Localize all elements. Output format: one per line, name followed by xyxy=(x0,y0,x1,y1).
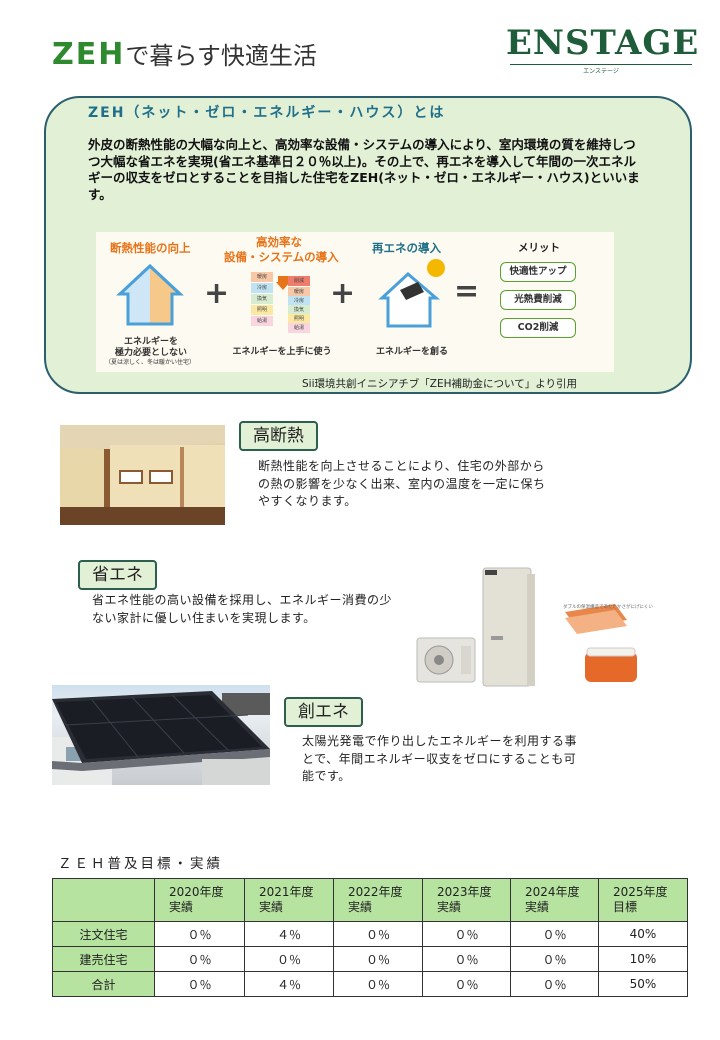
desc-energy-creation: 太陽光発電で作り出したエネルギーを利用する事とで、年間エネルギー収支をゼロにする… xyxy=(302,734,578,783)
diagram-insulation-note: （夏は涼しく、冬は暖かい住宅） xyxy=(104,359,195,366)
zeh-target-table: 2020年度実績 2021年度実績 2022年度実績 2023年度実績 2024… xyxy=(52,878,688,997)
table-cell: 50% xyxy=(598,971,688,997)
table-cell: ０％ xyxy=(510,946,599,972)
block-cooling-after: 冷房 xyxy=(288,296,310,306)
info-heading: ZEH（ネット・ゼロ・エネルギー・ハウス）とは xyxy=(88,105,446,121)
table-cell: 10% xyxy=(598,946,688,972)
energy-blocks-before: 暖房 冷房 換気 照明 給湯 xyxy=(251,272,273,326)
merit-utility-cost: 光熱費削減 xyxy=(500,290,576,310)
company-logo: ENSTAGE エンステージ xyxy=(506,23,700,75)
diagram-insulation-caption-1: エネルギーを xyxy=(123,337,178,347)
row-label-spec-house: 建売住宅 xyxy=(52,946,155,972)
plus-icon-2: + xyxy=(330,276,356,311)
desc-high-insulation: 断熱性能を向上させることにより、住宅の外部からの熱の影響を少なく出来、室内の温度… xyxy=(258,459,546,508)
table-cell: ０％ xyxy=(154,946,245,972)
table-cell: ４％ xyxy=(244,971,334,997)
block-hotwater-after: 給湯 xyxy=(288,323,310,333)
table-cell: ０％ xyxy=(422,946,511,972)
plus-icon: + xyxy=(204,276,230,311)
table-cell: ０％ xyxy=(510,921,599,947)
equipment-photo: ダブルの保温構造であたたかさがにげにくい xyxy=(415,566,655,688)
logo-rule xyxy=(510,64,692,65)
table-row: 合計 ０％ ４％ ０％ ０％ ０％ 50% xyxy=(52,971,688,997)
row-label-total: 合計 xyxy=(52,971,155,997)
header-2023: 2023年度実績 xyxy=(422,878,511,922)
table-cell: ０％ xyxy=(244,946,334,972)
diagram-renewable-title: 再エネの導入 xyxy=(372,241,441,255)
page-title: ZEHで暮らす快適生活 xyxy=(52,36,317,72)
logo-wordmark: ENSTAGE xyxy=(506,23,700,63)
diagram-renewable-caption: エネルギーを創る xyxy=(375,347,448,357)
page-title-rest: で暮らす快適生活 xyxy=(125,42,317,70)
header-2022: 2022年度実績 xyxy=(333,878,423,922)
logo-subtext: エンステージ xyxy=(583,68,619,75)
block-lighting-after: 照明 xyxy=(288,314,310,324)
table-cell: ０％ xyxy=(510,971,599,997)
table-cell: ４％ xyxy=(244,921,334,947)
equipment-caption: ダブルの保温構造であたたかさがにげにくい xyxy=(563,605,653,610)
header-2024: 2024年度実績 xyxy=(510,878,599,922)
diagram-efficiency-caption: エネルギーを上手に使う xyxy=(232,347,332,357)
block-hotwater: 給湯 xyxy=(251,316,273,326)
row-label-custom-house: 注文住宅 xyxy=(52,921,155,947)
table-corner-cell xyxy=(52,878,155,922)
tag-high-insulation: 高断熱 xyxy=(239,421,318,451)
diagram-insulation-caption-2: 極力必要としない xyxy=(114,348,187,358)
table-row: 注文住宅 ０％ ４％ ０％ ０％ ０％ 40% xyxy=(52,921,688,947)
tag-energy-creation: 創エネ xyxy=(284,697,363,727)
desc-energy-saving: 省エネ性能の高い設備を採用し、エネルギー消費の少ない家計に優しい住まいを実現しま… xyxy=(92,593,393,625)
merit-comfort: 快適性アップ xyxy=(500,262,576,282)
energy-blocks-after: 削減 暖房 冷房 換気 照明 給湯 xyxy=(288,276,310,336)
diagram-efficiency-title-2: 設備・システムの導入 xyxy=(224,250,339,264)
table-row: 建売住宅 ０％ ０％ ０％ ０％ ０％ 10% xyxy=(52,946,688,972)
table-cell: 40% xyxy=(598,921,688,947)
info-body: 外皮の断熱性能の大幅な向上と、高効率な設備・システムの導入により、室内環境の質を… xyxy=(88,137,640,202)
table-cell: ０％ xyxy=(154,921,245,947)
block-ventilation: 換気 xyxy=(251,294,273,304)
tag-energy-saving: 省エネ xyxy=(78,560,157,590)
block-cooling: 冷房 xyxy=(251,283,273,293)
insulation-photo xyxy=(60,425,225,525)
table-cell: ０％ xyxy=(333,946,423,972)
table-cell: ０％ xyxy=(422,971,511,997)
citation: Sii環境共創イニシアチブ「ZEH補助金について」より引用 xyxy=(302,378,577,390)
diagram-efficiency-title-1: 高効率な xyxy=(256,235,302,249)
block-heating-after: 暖房 xyxy=(288,287,310,297)
solar-panel-photo xyxy=(52,685,270,785)
table-cell: ０％ xyxy=(333,971,423,997)
header-2021: 2021年度実績 xyxy=(244,878,334,922)
house-solar-icon xyxy=(378,259,445,328)
block-heating: 暖房 xyxy=(251,272,273,282)
block-ventilation-after: 換気 xyxy=(288,305,310,315)
zeh-diagram: 断熱性能の向上 エネルギーを 極力必要としない （夏は涼しく、冬は暖かい住宅） … xyxy=(96,232,614,372)
table-title: ＺＥＨ普及目標・実績 xyxy=(58,856,223,872)
table-cell: ０％ xyxy=(422,921,511,947)
block-lighting: 照明 xyxy=(251,305,273,315)
table-cell: ０％ xyxy=(154,971,245,997)
merit-co2: CO2削減 xyxy=(500,318,576,338)
page-title-zeh: ZEH xyxy=(52,37,126,72)
diagram-merit-title: メリット xyxy=(518,242,560,254)
house-insulation-icon xyxy=(116,263,184,326)
diagram-insulation-title: 断熱性能の向上 xyxy=(110,241,191,255)
table-header-row: 2020年度実績 2021年度実績 2022年度実績 2023年度実績 2024… xyxy=(52,878,688,922)
equals-icon: = xyxy=(454,274,480,309)
header-2020: 2020年度実績 xyxy=(154,878,245,922)
block-reduction: 削減 xyxy=(288,276,310,286)
table-cell: ０％ xyxy=(333,921,423,947)
header-2025: 2025年度目標 xyxy=(598,878,688,922)
arrow-down-icon xyxy=(276,276,290,290)
